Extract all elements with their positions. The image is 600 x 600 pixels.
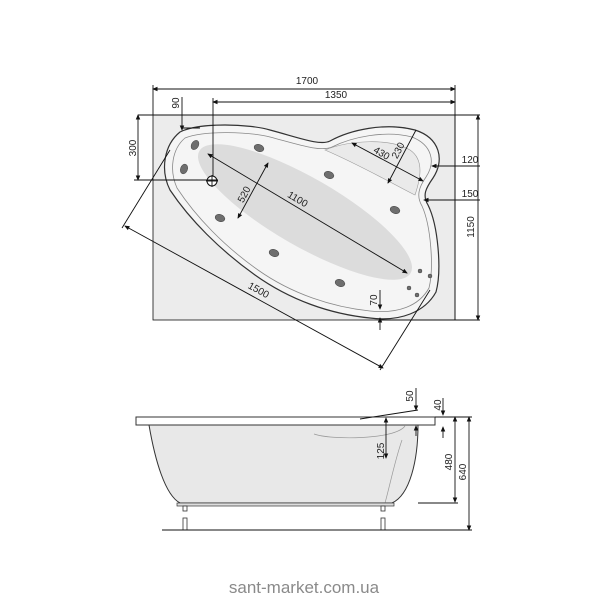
base-plate: [176, 502, 395, 507]
dim-50: 50: [405, 390, 416, 402]
side-view: 50 40 125 480 640: [135, 388, 472, 531]
seat-contour: [313, 425, 406, 504]
leg: [380, 517, 386, 531]
dim-40: 40: [433, 399, 444, 411]
dim-1350: 1350: [325, 90, 348, 101]
jet-small: [406, 285, 412, 291]
jet-small: [414, 292, 420, 298]
tub-body: [148, 424, 419, 504]
top-view: 1700 1350 300 90 1150 120 150 1500 1100 …: [121, 76, 481, 371]
jet: [253, 144, 265, 152]
dim-120: 120: [462, 155, 479, 166]
dim-300: 300: [128, 139, 139, 156]
dim-70: 70: [369, 294, 380, 306]
dim-90: 90: [171, 97, 182, 109]
watermark: sant-market.com.ua: [229, 578, 380, 597]
jet: [190, 140, 200, 150]
dim-1150: 1150: [466, 216, 477, 238]
dim-125: 125: [376, 442, 387, 459]
tub-rim: [135, 416, 436, 426]
leg: [182, 517, 188, 531]
dim-150: 150: [462, 189, 479, 200]
legs: [182, 505, 386, 531]
leg: [182, 505, 188, 512]
dim-1700: 1700: [296, 76, 319, 87]
jet-small: [427, 273, 433, 279]
leg: [380, 505, 386, 512]
dim-640: 640: [458, 463, 469, 480]
jet: [180, 163, 188, 175]
jet-small: [417, 268, 423, 274]
dim-480: 480: [444, 453, 455, 470]
